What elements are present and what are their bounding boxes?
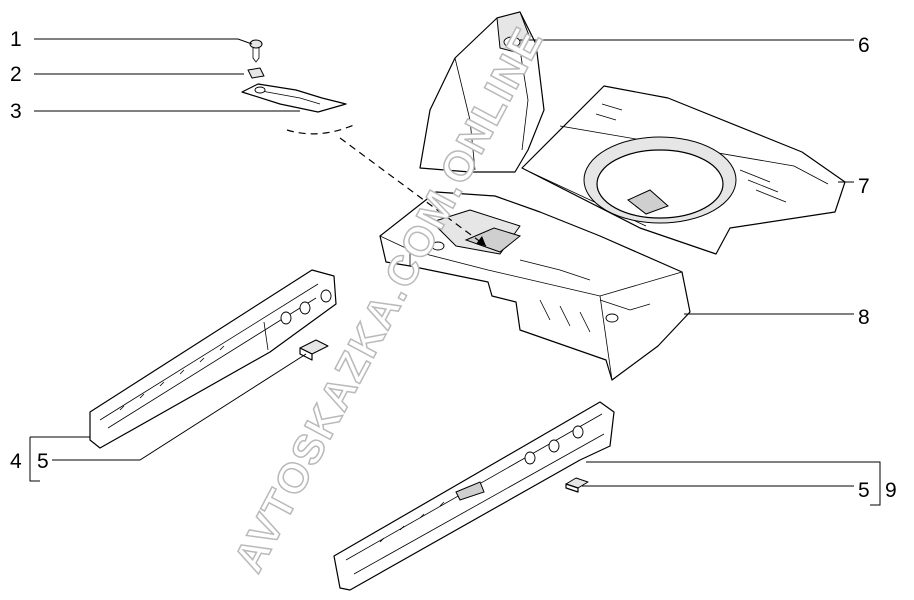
callout-6: 6: [858, 34, 870, 57]
part-7-trunk-floor: [521, 85, 846, 255]
part-6-wheel-arch-panel: [419, 11, 545, 173]
part-1-screw: [249, 39, 263, 63]
callout-labels: 1 2 3 4 5 6 7 8 5 9: [10, 28, 897, 502]
assembly-guide-dashed: [286, 123, 487, 247]
callout-3: 3: [10, 100, 22, 123]
callout-9: 9: [885, 479, 897, 502]
callout-4: 4: [10, 450, 22, 473]
part-5-clip-right: [565, 477, 589, 493]
callout-8: 8: [858, 306, 870, 329]
part-8-floor-pan: [379, 191, 691, 381]
callout-1: 1: [10, 28, 22, 51]
leader-lines: [29, 38, 881, 506]
part-9-right-sill: [333, 401, 615, 591]
callout-5-left: 5: [37, 450, 49, 473]
part-3-bracket-plate: [241, 83, 347, 113]
part-4-left-sill: [89, 269, 337, 449]
callout-5-right: 5: [858, 479, 870, 502]
callout-2: 2: [10, 63, 22, 86]
part-5-clip-left: [299, 339, 329, 361]
part-2-clip-nut: [247, 67, 265, 79]
callout-7: 7: [858, 175, 870, 198]
